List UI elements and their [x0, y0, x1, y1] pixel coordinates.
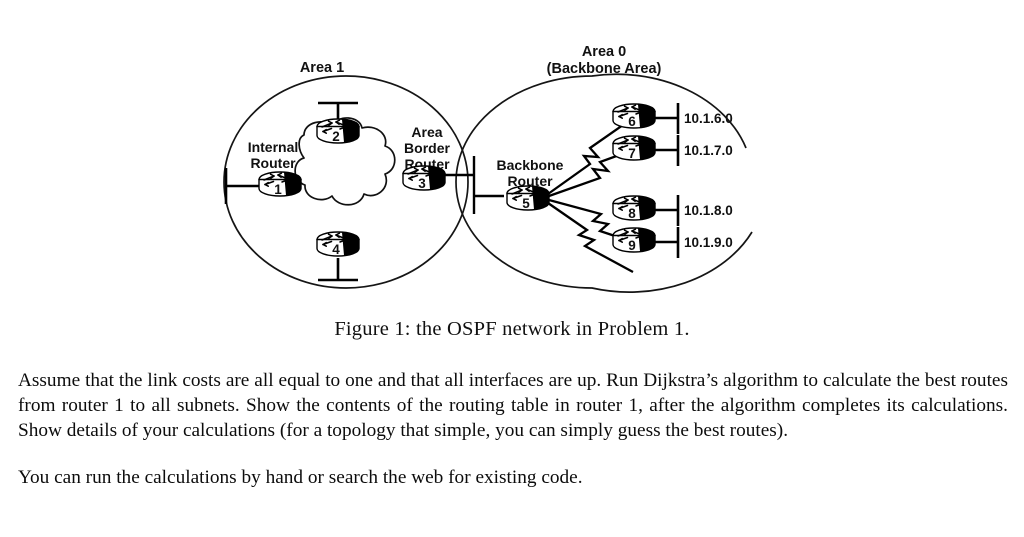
router-1-id: 1: [274, 182, 282, 197]
ospf-network-diagram: Area 1 Internal Router Area Border Route…: [223, 44, 753, 293]
router-3-id: 3: [418, 176, 426, 191]
router-9-id: 9: [628, 238, 636, 253]
problem-body: Assume that the link costs are all equal…: [18, 368, 1008, 490]
subnet-label-10-1-7-0: 10.1.7.0: [684, 143, 733, 158]
abr-label-line1: Area: [411, 124, 442, 140]
subnet-bar-router1: [224, 168, 260, 204]
subnet-label-10-1-9-0: 10.1.9.0: [684, 235, 733, 250]
abr-label-line2: Border: [404, 140, 450, 156]
problem-paragraph-1: Assume that the link costs are all equal…: [18, 370, 1008, 441]
link-abr-to-backbone: [444, 156, 504, 214]
internal-router-label-line1: Internal: [248, 139, 299, 155]
figure-diagram: Area 1 Internal Router Area Border Route…: [212, 18, 804, 296]
router-1: 1: [258, 171, 302, 197]
backbone-router-label-line1: Backbone: [497, 157, 564, 173]
subnet-label-10-1-8-0: 10.1.8.0: [684, 203, 733, 218]
area0-label-line2: (Backbone Area): [547, 61, 662, 77]
backbone-router-label-line2: Router: [507, 173, 553, 189]
router-2-id: 2: [332, 129, 340, 144]
problem-paragraph-2: You can run the calculations by hand or …: [18, 467, 583, 488]
router-4: 4: [316, 231, 360, 257]
router-9: 9: [612, 227, 656, 253]
area1-label: Area 1: [300, 60, 344, 76]
router-5-id: 5: [522, 196, 530, 211]
router-3: 3: [402, 165, 446, 191]
serial-links-backbone: [547, 117, 634, 274]
router-2: 2: [316, 118, 360, 144]
router-8-id: 8: [628, 206, 636, 221]
subnet-bar-router4: [318, 258, 358, 282]
router-6-id: 6: [628, 114, 636, 129]
subnet-bars-right: [655, 103, 680, 258]
router-5: 5: [506, 185, 550, 211]
area0-boundary: [455, 73, 753, 293]
area0-label-line1: Area 0: [582, 44, 626, 60]
subnet-label-10-1-6-0: 10.1.6.0: [684, 111, 733, 126]
router-7-id: 7: [628, 146, 636, 161]
area1-boundary: [223, 75, 469, 289]
router-8: 8: [612, 195, 656, 221]
router-4-id: 4: [332, 242, 340, 257]
router-7: 7: [612, 135, 656, 161]
internal-router-label-line2: Router: [250, 155, 296, 171]
figure-caption: Figure 1: the OSPF network in Problem 1.: [334, 318, 690, 340]
router-6: 6: [612, 103, 656, 129]
